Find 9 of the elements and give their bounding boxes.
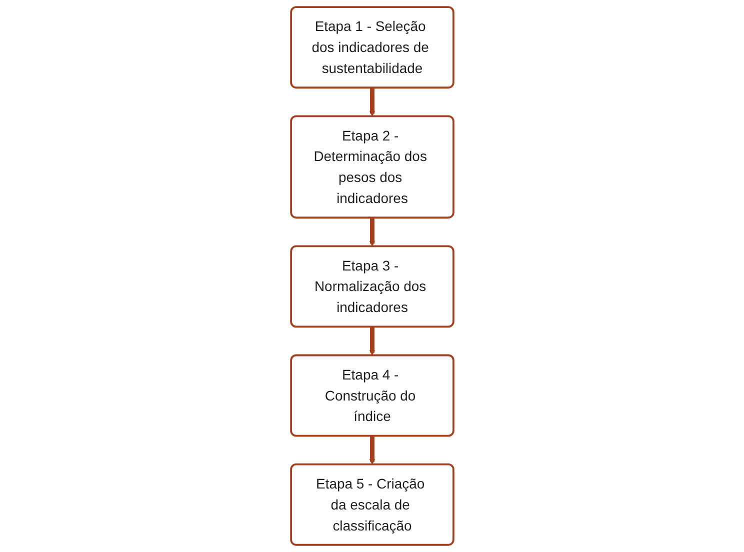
arrow — [369, 326, 375, 356]
node-box: Etapa 3 - Normalização dos indicadores — [290, 245, 454, 328]
arrow — [369, 218, 375, 246]
node-box: Etapa 4 - Construção do índice — [290, 354, 454, 437]
node-box: Etapa 5 - Criação da escala de classificação — [290, 463, 454, 546]
arrow — [369, 436, 375, 465]
arrow — [369, 88, 375, 116]
node-box: Etapa 1 - Seleção dos indicadores de sustentabilidade — [290, 6, 454, 89]
node-box: Etapa 2 - Determinação dos pesos dos indicadores — [290, 115, 454, 219]
